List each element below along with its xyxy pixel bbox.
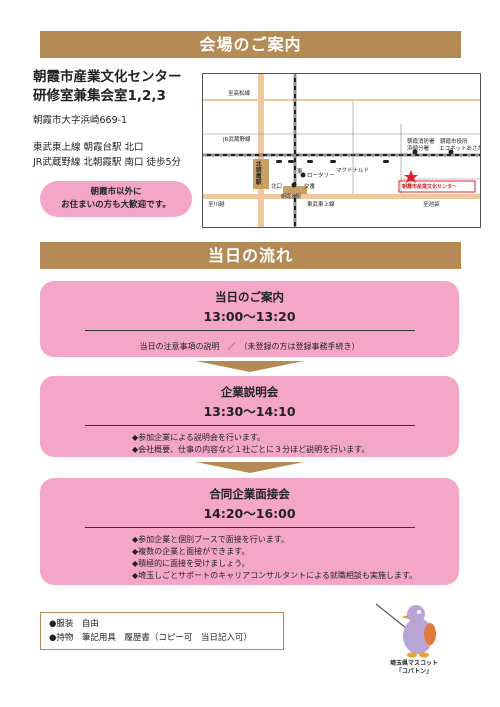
map-fire-dot [412,149,418,155]
map-signal-1 [276,160,282,163]
step-line: ◆会社概要、仕事の内容など１社ごとに３分ほど説明を行います。 [132,445,370,454]
flow-arrow-icon [196,462,304,473]
map-signal-3 [307,160,313,163]
mascot-wing [424,623,436,645]
map-label-kitaasaka: 北朝霞駅 [256,162,262,186]
map-label-fire-branch: 浜崎分署 [407,146,430,152]
map-station-asakadai [283,186,307,194]
map-road-horizontal [203,194,480,199]
mascot-label-line1: 埼玉県マスコット [390,660,439,667]
mascot-eye [417,610,421,614]
access-line1: 東武東上線 朝霞台駅 北口 [33,142,144,153]
map-label-city: 朝霞市役所 [440,139,468,145]
mascot-beak [401,615,408,619]
map-rotary-dot [300,172,306,178]
map-label-jr: JR武蔵野線 [223,137,251,143]
map-signal-2 [288,160,294,163]
map-label-east: 東 [297,169,303,175]
venue-name-line1: 朝霞市産業文化センター [33,69,182,85]
step-title: 企業説明会 [220,385,279,399]
venue-heading: 会場のご案内 [40,31,461,58]
belongings-box: ●服装 自由 ●持物 筆記用具 履歴書（コピー可 当日記入可） [40,612,284,650]
map-signal-4 [330,160,336,163]
welcome-line2: お住まいの方も大歓迎です。 [61,200,171,210]
step-time: 13:30〜14:10 [203,404,296,419]
map-station-kitaasaka [253,159,269,189]
mascot-pointer [375,603,407,629]
map-label-koban: 交番 [304,184,316,190]
step-time: 13:00〜13:20 [203,309,296,324]
map-road-top [203,99,480,101]
map-drawing [203,74,480,227]
venue-name-line2: 研修室兼集会室1,2,3 [33,88,166,104]
welcome-line1: 朝霞市以外に [90,187,142,197]
map-label-asakadai: 朝霞台駅 [281,194,302,200]
map-label-venue: 朝霞市産業文化センター [402,184,458,190]
step-line: ◆参加企業による説明会を行います。 [132,433,266,442]
step-line: ◆参加企業と個別ブースで面接を行います。 [132,535,289,544]
step-company-briefing: 企業説明会 13:30〜14:10 ◆参加企業による説明会を行います。 ◆会社概… [40,376,459,457]
map-road-vertical [258,74,264,227]
mascot-foot [419,652,429,658]
map-label-road-left: 至川越 [208,202,225,208]
step-divider [84,425,415,426]
mascot-illustration [375,603,436,658]
flow-arrow-icon [196,361,304,372]
step-title: 合同企業面接会 [209,487,290,501]
step-line: ◆複数の企業と面接ができます。 [132,547,250,556]
welcome-badge: 朝霞市以外に お住まいの方も大歓迎です。 [40,181,192,217]
mascot-head [407,605,425,623]
map-label-fire: 朝霞消防署 [407,139,435,145]
map-label-rotary: ロータリー [307,173,335,179]
step-divider [84,330,415,331]
map-label-road-top: 至高松線 [228,91,251,97]
venue-name: 朝霞市産業文化センター 研修室兼集会室1,2,3 [33,68,182,106]
step-time: 14:20〜16:00 [203,506,296,521]
map-venue-box [398,180,476,193]
venue-address: 朝霞市大字浜崎669-1 [33,115,128,126]
dress-code: ●服装 自由 [49,619,99,629]
flow-heading: 当日の流れ [40,242,461,269]
map-city-dot [448,149,454,155]
mascot-label-line2: 「コバトン」 [395,668,433,675]
step-line: ◆積極的に面接を受けましょう。 [132,559,250,568]
step-title: 当日のご案内 [215,290,284,304]
map-label-road-right: 至池袋 [423,202,440,208]
map-label-mcdonalds: マクドナルド [336,168,370,174]
step-line: ◆埼玉しごとサポートのキャリアコンサルタントによる就職相談も実施します。 [132,571,418,580]
map-signal-5 [383,160,389,163]
map-venue-star [404,170,418,183]
map-label-north-exit: 北口 [271,184,283,190]
access-info: 東武東上線 朝霞台駅 北口 JR武蔵野線 北朝霞駅 南口 徒歩5分 [33,140,181,170]
items-to-bring: ●持物 筆記用具 履歴書（コピー可 当日記入可） [49,633,252,643]
step-guidance: 当日のご案内 13:00〜13:20 当日の注意事項の説明 ／ （未登録の方は登… [40,281,459,357]
step-interview: 合同企業面接会 14:20〜16:00 ◆参加企業と個別ブースで面接を行います。… [40,478,459,585]
venue-map: 至高松線 JR武蔵野線 北朝霞駅 東 ロータリー マクドナルド 北口 交番 朝霞… [202,73,481,228]
map-north-exit-dot [291,182,297,188]
step-note: 当日の注意事項の説明 ／ （未登録の方は登録事務手続き） [139,342,360,351]
step-divider [84,527,415,528]
access-line2: JR武蔵野線 北朝霞駅 南口 徒歩5分 [33,157,182,168]
mascot-label: 埼玉県マスコット 「コバトン」 [390,660,438,676]
map-label-ecotown: エコネットあさか [439,146,481,152]
map-label-tobu: 東武東上線 [307,202,335,208]
mascot-foot [407,652,417,658]
